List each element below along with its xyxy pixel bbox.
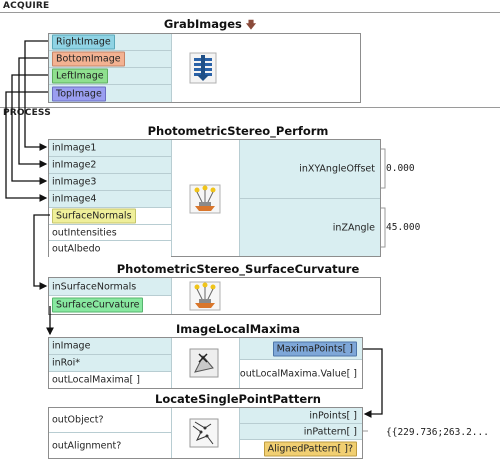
- pattern-bracket-line: [363, 430, 368, 432]
- perform-node[interactable]: inImage1 inImage2 inImage3 inImage4 Surf…: [48, 139, 381, 257]
- param-bracket-lines: [381, 148, 386, 248]
- port-inimage2[interactable]: inImage2: [49, 157, 171, 174]
- port-outintensities[interactable]: outIntensities: [49, 225, 171, 241]
- localmaxima-title[interactable]: ImageLocalMaxima: [175, 322, 301, 336]
- surface-curvature-icon: [189, 281, 221, 311]
- port-label: RightImage: [52, 34, 115, 50]
- grabimages-output-column: RightImage BottomImage LeftImage TopImag…: [49, 34, 172, 102]
- grab-images-icon: [189, 52, 217, 84]
- port-maximapoints[interactable]: MaximaPoints[ ]: [240, 338, 362, 360]
- port-label: LeftImage: [52, 68, 108, 84]
- port-label: BottomImage: [52, 51, 125, 67]
- value-inzangle[interactable]: 45.000: [386, 222, 421, 233]
- port-surfacenormals[interactable]: SurfaceNormals: [49, 208, 171, 225]
- perform-title[interactable]: PhotometricStereo_Perform: [147, 124, 329, 138]
- port-inpattern[interactable]: inPattern[ ]: [240, 424, 362, 440]
- photometric-stereo-icon: [189, 184, 221, 214]
- process-divider: [0, 107, 500, 108]
- curvature-port-column: inSurfaceNormals SurfaceCurvature: [49, 278, 172, 314]
- param-inzangle[interactable]: inZAngle: [332, 222, 375, 234]
- port-insurfacenormals[interactable]: inSurfaceNormals: [49, 278, 171, 296]
- locate-input-column: inPoints[ ] inPattern[ ] AlignedPattern[…: [239, 408, 362, 458]
- locate-node[interactable]: outObject? outAlignment? inPoints[ ] inP…: [48, 407, 363, 459]
- locate-pattern-icon: [189, 418, 219, 448]
- port-bottomimage[interactable]: BottomImage: [49, 51, 171, 68]
- port-label: AlignedPattern[ ]?: [263, 441, 357, 457]
- port-inpoints[interactable]: inPoints[ ]: [240, 408, 362, 424]
- acquire-section-label: ACQUIRE: [3, 1, 50, 11]
- port-outalignment[interactable]: outAlignment?: [52, 440, 122, 451]
- port-surfacecurvature[interactable]: SurfaceCurvature: [49, 296, 171, 314]
- port-label: MaximaPoints[ ]: [272, 341, 357, 356]
- acquire-divider: [0, 12, 500, 13]
- perform-port-column: inImage1 inImage2 inImage3 inImage4 Surf…: [49, 140, 172, 257]
- localmaxima-port-column: inImage inRoi* outLocalMaxima[ ]: [49, 338, 172, 388]
- port-label: SurfaceCurvature: [52, 297, 144, 313]
- process-section-label: PROCESS: [3, 108, 51, 118]
- port-outobject[interactable]: outObject?: [49, 408, 171, 433]
- port-inimage1[interactable]: inImage1: [49, 140, 171, 157]
- port-label: TopImage: [52, 86, 106, 102]
- local-maxima-icon: [189, 348, 219, 378]
- port-label: SurfaceNormals: [52, 208, 136, 224]
- grabimages-node[interactable]: RightImage BottomImage LeftImage TopImag…: [48, 33, 361, 103]
- port-topimage[interactable]: TopImage: [49, 85, 171, 103]
- locate-title[interactable]: LocateSinglePointPattern: [155, 392, 321, 406]
- port-inimage[interactable]: inImage: [49, 338, 171, 355]
- arrow-down-icon: 🡇: [245, 20, 257, 31]
- port-outlocalmaxima-value[interactable]: outLocalMaxima.Value[ ]: [239, 368, 357, 380]
- param-inxyangleoffset[interactable]: inXYAngleOffset: [240, 140, 380, 199]
- curvature-node[interactable]: inSurfaceNormals SurfaceCurvature: [48, 277, 381, 315]
- curvature-title[interactable]: PhotometricStereo_SurfaceCurvature: [116, 262, 360, 276]
- port-outalbedo[interactable]: outAlbedo: [49, 241, 171, 257]
- grabimages-title[interactable]: GrabImages 🡇: [163, 17, 257, 31]
- localmaxima-output-column: MaximaPoints[ ] outLocalMaxima.Value[ ]: [239, 338, 362, 388]
- value-inxyangleoffset[interactable]: 0.000: [386, 163, 415, 174]
- localmaxima-node[interactable]: inImage inRoi* outLocalMaxima[ ] MaximaP…: [48, 337, 363, 389]
- port-leftimage[interactable]: LeftImage: [49, 68, 171, 85]
- port-outlocalmaxima[interactable]: outLocalMaxima[ ]: [49, 372, 171, 388]
- perform-param-column: inXYAngleOffset inZAngle: [239, 140, 380, 256]
- port-alignedpattern[interactable]: AlignedPattern[ ]?: [240, 440, 362, 458]
- port-rightimage[interactable]: RightImage: [49, 34, 171, 51]
- locate-output-column: outObject? outAlignment?: [49, 408, 172, 458]
- port-inroi[interactable]: inRoi*: [49, 355, 171, 372]
- value-inpattern[interactable]: {{229.736;263.2...: [386, 427, 489, 438]
- port-inimage3[interactable]: inImage3: [49, 174, 171, 191]
- port-inimage4[interactable]: inImage4: [49, 191, 171, 208]
